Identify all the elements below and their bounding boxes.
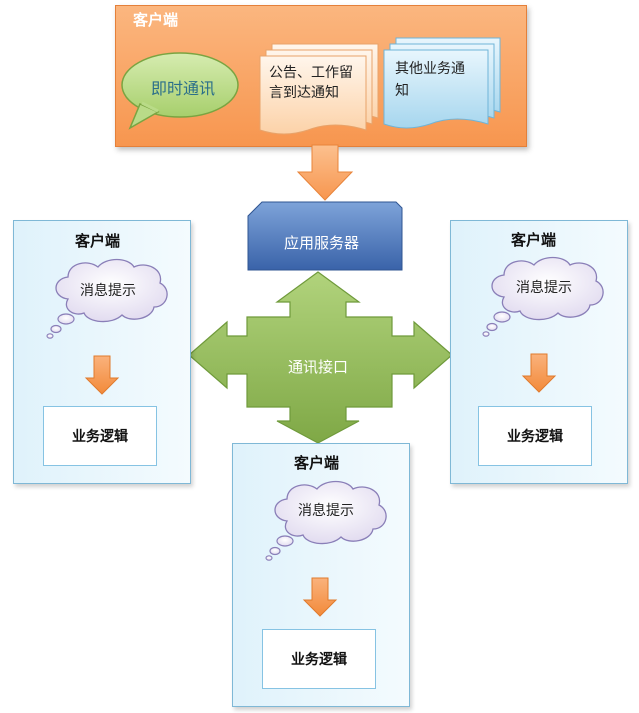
message-cloud-icon [46, 258, 168, 339]
small-down-arrow [522, 353, 556, 393]
notice-doc-label-line1: 公告、工作留 [269, 65, 353, 81]
other-notice-document-icon [383, 37, 501, 129]
top-down-arrow [296, 144, 354, 201]
small-down-arrow [85, 355, 119, 395]
message-cloud-icon [482, 256, 604, 337]
notice-document-icon [259, 43, 379, 135]
business-logic-box: 业务逻辑 [478, 406, 592, 466]
business-logic-box: 业务逻辑 [262, 629, 376, 689]
notice-doc-label-line2: 言到达通知 [269, 85, 339, 101]
comm-interface-label: 通讯接口 [288, 358, 349, 376]
app-server-label: 应用服务器 [284, 234, 360, 252]
client-title: 客户端 [511, 231, 557, 249]
comm-interface-cross [188, 271, 453, 444]
message-prompt-label: 消息提示 [516, 280, 572, 296]
small-down-arrow [303, 577, 337, 617]
other-doc-label-line2: 知 [395, 83, 409, 99]
other-doc-label-line1: 其他业务通 [395, 61, 465, 77]
chat-bubble-icon [121, 52, 239, 130]
app-server-box [247, 201, 403, 271]
top-client-title: 客户端 [133, 11, 179, 29]
chat-bubble-label: 即时通讯 [151, 79, 216, 98]
client-title: 客户端 [294, 454, 340, 472]
client-title: 客户端 [75, 232, 121, 250]
message-cloud-icon [265, 480, 387, 561]
business-logic-box: 业务逻辑 [43, 406, 157, 466]
message-prompt-label: 消息提示 [80, 283, 136, 299]
message-prompt-label: 消息提示 [298, 503, 354, 519]
